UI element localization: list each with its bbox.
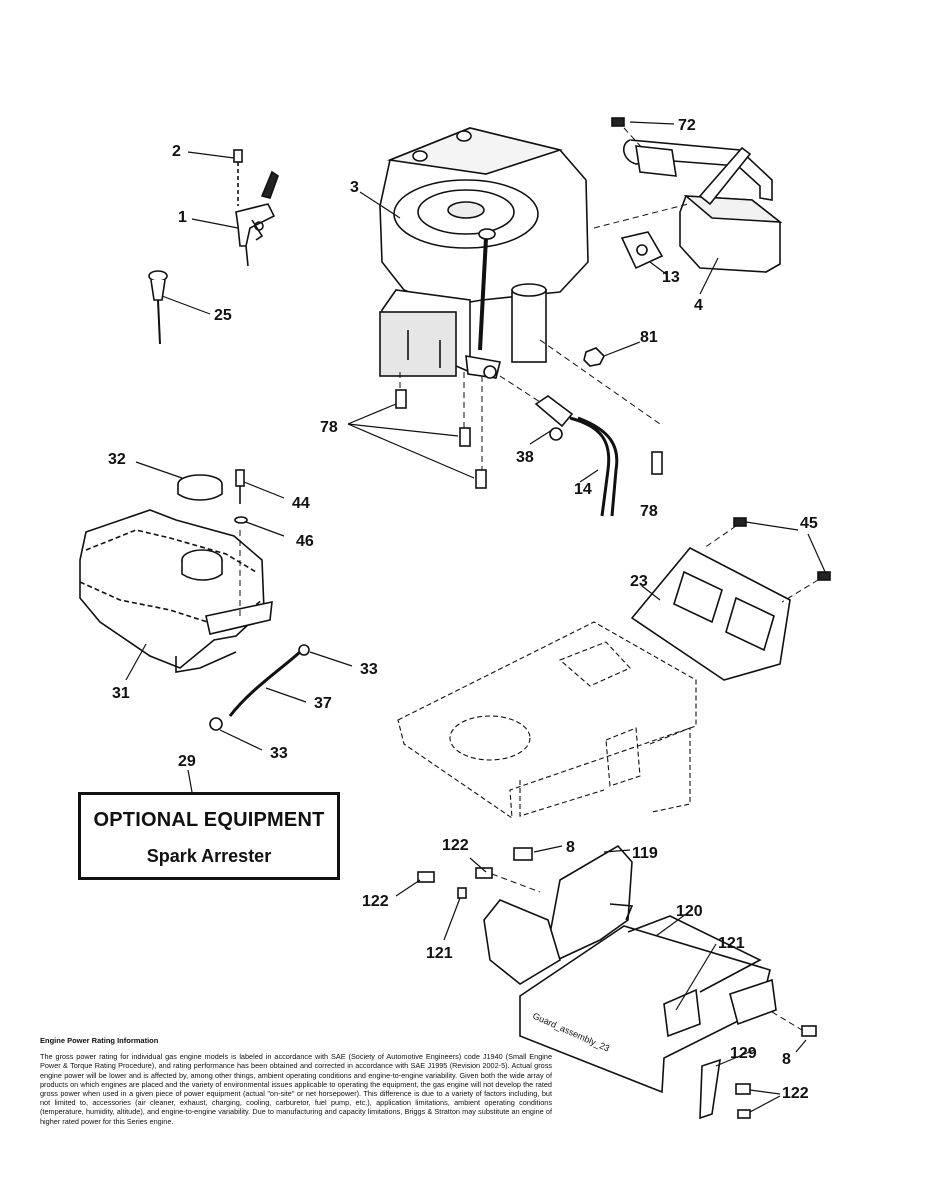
callout-81: 81: [640, 329, 658, 346]
power-rating-body: The gross power rating for individual ga…: [40, 1052, 552, 1126]
engine-part: [379, 127, 589, 379]
leader-line: [347, 423, 475, 479]
callout-122-bottom: 122: [782, 1085, 809, 1102]
assembly-line: [703, 525, 737, 549]
optional-equipment-box: OPTIONAL EQUIPMENT Spark Arrester: [78, 792, 340, 880]
leader-line: [699, 257, 719, 295]
callout-119: 119: [632, 845, 658, 862]
leader-line: [395, 879, 421, 897]
leader-line: [125, 643, 147, 681]
heat-shield-part: [630, 517, 831, 681]
leader-line: [219, 729, 263, 751]
leader-line: [749, 1089, 781, 1095]
callout-129: 129: [730, 1045, 757, 1062]
callout-44: 44: [292, 495, 310, 512]
leader-line: [187, 151, 235, 159]
assembly-line: [623, 127, 645, 151]
leader-line: [533, 845, 563, 853]
callout-23: 23: [630, 573, 648, 590]
callout-8-lower: 8: [782, 1051, 791, 1068]
callout-38: 38: [516, 449, 534, 466]
leader-line: [807, 533, 827, 575]
callout-46: 46: [296, 533, 314, 550]
optional-equipment-title: OPTIONAL EQUIPMENT: [93, 809, 325, 831]
leader-line: [245, 521, 285, 537]
assembly-line: [539, 339, 661, 425]
choke-cable-part: [148, 270, 168, 345]
leader-line: [265, 687, 307, 703]
callout-33-lower: 33: [270, 745, 288, 762]
callout-3: 3: [350, 179, 359, 196]
leader-line: [795, 1039, 807, 1053]
leader-line: [603, 849, 631, 853]
leader-line: [745, 521, 799, 531]
callout-120: 120: [676, 903, 703, 920]
fuel-tank-part: [79, 469, 273, 673]
callout-121-left: 121: [426, 945, 453, 962]
assembly-line: [781, 579, 819, 603]
callout-78-left: 78: [320, 419, 338, 436]
leader-line: [715, 1049, 755, 1067]
leader-line: [629, 121, 675, 125]
assembly-line: [499, 375, 541, 403]
leader-line: [191, 218, 239, 229]
leader-line: [655, 913, 687, 937]
muffler-part: [611, 117, 783, 273]
leader-line: [309, 651, 353, 667]
leader-line: [161, 295, 211, 315]
power-rating-title: Engine Power Rating Information: [40, 1036, 159, 1045]
throttle-control-part: [233, 149, 279, 267]
guard-assembly-part: [417, 844, 817, 1120]
optional-equipment-item: Spark Arrester: [146, 846, 272, 866]
callout-8-upper: 8: [566, 839, 575, 856]
leader-line: [347, 423, 459, 437]
leader-line: [347, 403, 397, 425]
leader-line: [243, 481, 285, 499]
leader-line: [649, 261, 667, 275]
callout-1: 1: [178, 209, 187, 226]
callout-121-right: 121: [718, 935, 745, 952]
assembly-line: [593, 203, 689, 229]
leader-line: [749, 1095, 781, 1113]
callout-31: 31: [112, 685, 130, 702]
engine-power-rating-note: Engine Power Rating Information The gros…: [40, 1036, 552, 1126]
fuel-hose-part: [209, 644, 310, 731]
callout-33-upper: 33: [360, 661, 378, 678]
callout-122-left: 122: [362, 893, 389, 910]
leader-line: [187, 769, 193, 793]
callout-37: 37: [314, 695, 332, 712]
callout-32: 32: [108, 451, 126, 468]
leader-line: [529, 429, 553, 445]
callout-122-top: 122: [442, 837, 469, 854]
callout-25: 25: [214, 307, 232, 324]
frame-outline: [397, 621, 697, 820]
leader-line: [443, 897, 461, 941]
assembly-line: [771, 1011, 803, 1031]
leader-line: [135, 461, 183, 479]
callout-4: 4: [694, 297, 703, 314]
callout-78-right: 78: [640, 503, 658, 520]
leader-line: [579, 469, 599, 483]
leader-line: [469, 857, 487, 873]
leader-line: [359, 191, 401, 219]
leader-line: [675, 943, 717, 1011]
leader-line: [641, 585, 661, 601]
callout-14: 14: [574, 481, 592, 498]
callout-45: 45: [800, 515, 818, 532]
assembly-line: [491, 873, 541, 893]
callout-2: 2: [172, 143, 181, 160]
callout-72: 72: [678, 117, 696, 134]
fuel-line-part: [395, 347, 663, 517]
callout-29: 29: [178, 753, 196, 770]
callout-13: 13: [662, 269, 680, 286]
leader-line: [603, 341, 641, 357]
